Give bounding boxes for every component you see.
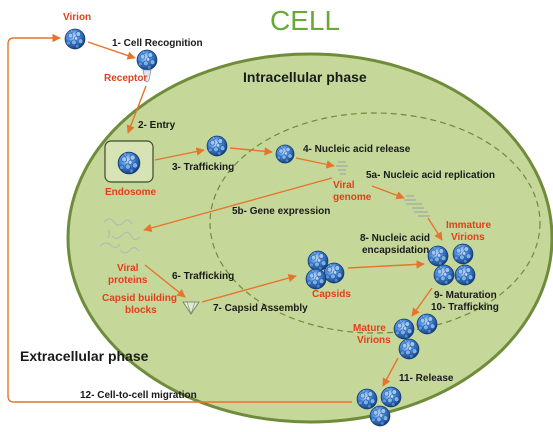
receptor-label: Receptor: [104, 73, 147, 84]
step-3-label: 3- Trafficking: [172, 162, 234, 173]
step-8-label-1: 8- Nucleic acid: [360, 233, 430, 244]
immature-virions-label-1: Immature: [446, 220, 491, 231]
endosome-virion-icon: [117, 151, 141, 175]
bound-virion-icon: [136, 49, 158, 71]
nucleus-boundary: [209, 112, 541, 334]
arrow-cell-to-cell-migration: [7, 33, 352, 403]
step-11-label: 11- Release: [399, 373, 454, 384]
arrow-blocks-to-capsids: [201, 273, 297, 303]
arrow-release-to-genome: [295, 157, 335, 169]
extracellular-phase-label: Extracellular phase: [20, 348, 149, 364]
virion-icon: [64, 28, 86, 50]
arrow-mature-to-release: [382, 357, 399, 387]
arrow-endosome-to-trafficking: [154, 147, 205, 161]
capsids-label: Capsids: [312, 289, 351, 300]
viral-proteins-label-2: proteins: [108, 275, 148, 286]
arrow-proteins-to-blocks: [144, 264, 186, 298]
capsid-icon-3: [305, 268, 327, 290]
capsid-blocks-label-2: blocks: [125, 305, 157, 316]
arrow-genome-to-replicated: [371, 185, 405, 200]
arrow-virion-to-receptor: [87, 41, 136, 60]
released-virion-icon-1: [356, 388, 378, 410]
arrow-to-nucleus: [229, 147, 273, 156]
mature-virions-label-1: Mature: [353, 323, 386, 334]
arrow-replicated-to-immature: [427, 217, 443, 241]
mature-virion-icon-3: [398, 338, 420, 360]
intracellular-phase-label: Intracellular phase: [243, 69, 367, 85]
viral-proteins-icon: [99, 218, 141, 254]
step-4-label: 4- Nucleic acid release: [303, 144, 411, 155]
virion-label: Virion: [63, 12, 91, 23]
replicated-genomes-icon: [404, 195, 430, 217]
capsid-blocks-label-1: Capsid building: [102, 293, 177, 304]
mature-virion-icon-1: [393, 318, 415, 340]
arrow-immature-to-mature: [411, 287, 433, 317]
capsid-building-block-icon: [182, 301, 200, 315]
step-6-label: 6- Trafficking: [172, 271, 234, 282]
endosome-label: Endosome: [105, 187, 157, 198]
immature-virion-icon-4: [454, 264, 476, 286]
receptor-icon: [142, 69, 152, 83]
arrow-capsids-to-immature: [347, 260, 425, 269]
immature-virion-icon-3: [433, 264, 455, 286]
step-5b-label: 5b- Gene expression: [232, 206, 330, 217]
nuclear-virion-icon: [275, 144, 295, 164]
immature-virion-icon-2: [452, 243, 474, 265]
viral-genome-icon: [336, 161, 348, 175]
immature-virion-icon-1: [427, 245, 449, 267]
arrow-genome-to-proteins: [143, 177, 333, 233]
step-12-label: 12- Cell-to-cell migration: [80, 390, 197, 401]
cell-title: CELL: [270, 5, 340, 36]
capsid-icon-2: [323, 262, 345, 284]
step-5a-label: 5a- Nucleic acid replication: [366, 170, 495, 181]
released-virion-icon-3: [369, 405, 391, 427]
mature-virions-label-2: Virions: [357, 335, 391, 346]
step-1-label: 1- Cell Recognition: [112, 38, 203, 49]
viral-genome-label-2: genome: [333, 192, 372, 203]
step-2-label: 2- Entry: [138, 120, 176, 131]
viral-genome-label-1: Viral: [333, 180, 355, 191]
step-10-label: 10- Trafficking: [431, 302, 499, 313]
arrow-receptor-to-endosome: [126, 85, 147, 134]
step-8-label-2: encapsidation: [362, 245, 429, 256]
step-9-label: 9- Maturation: [434, 290, 497, 301]
immature-virions-label-2: Virions: [451, 232, 485, 243]
trafficking-virion-icon: [206, 135, 228, 157]
step-7-label: 7- Capsid Assembly: [213, 303, 308, 314]
mature-virion-icon-2: [416, 313, 438, 335]
viral-proteins-label-1: Viral: [117, 263, 139, 274]
capsid-icon-1: [307, 250, 329, 272]
released-virion-icon-2: [380, 386, 402, 408]
